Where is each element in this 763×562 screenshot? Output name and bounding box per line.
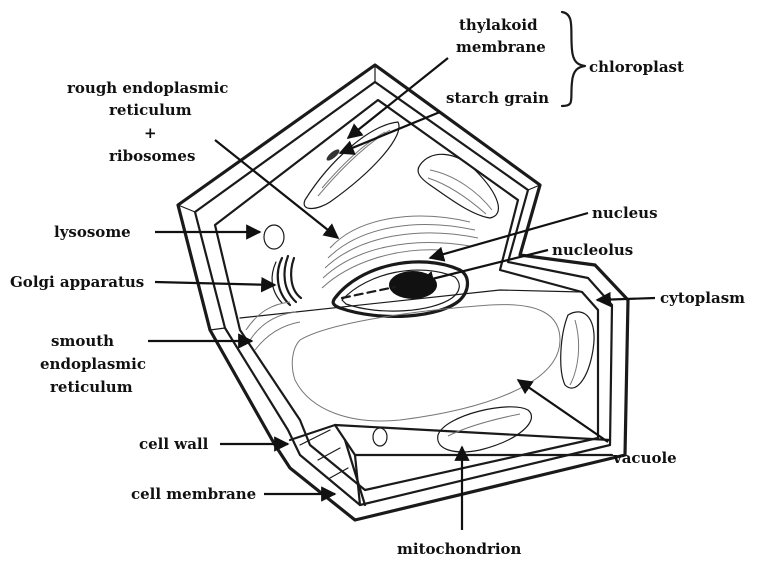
label-cell-membrane: cell membrane bbox=[131, 485, 256, 503]
label-smooth-er-1: smouth bbox=[51, 332, 114, 350]
mitochondrion-shape bbox=[438, 407, 532, 452]
label-mitochondrion: mitochondrion bbox=[397, 540, 522, 558]
label-ribosomes: ribosomes bbox=[109, 147, 195, 165]
vesicle-shape bbox=[373, 428, 387, 446]
smooth-er-shape bbox=[246, 302, 300, 350]
label-nucleolus: nucleolus bbox=[552, 241, 633, 259]
label-cytoplasm: cytoplasm bbox=[660, 289, 745, 307]
starch-grain-shape bbox=[325, 148, 341, 163]
chloroplast-shape-3 bbox=[561, 312, 594, 388]
label-cell-wall: cell wall bbox=[139, 435, 209, 453]
label-membrane: membrane bbox=[456, 38, 546, 56]
label-smooth-er-2: endoplasmic bbox=[40, 355, 146, 373]
chloroplast-shape-2 bbox=[418, 154, 498, 218]
label-chloroplast: chloroplast bbox=[589, 58, 684, 76]
golgi-shape bbox=[272, 256, 301, 305]
vacuole-shape bbox=[292, 305, 560, 421]
label-lysosome: lysosome bbox=[54, 223, 131, 241]
label-plus: + bbox=[144, 124, 157, 142]
label-rough-er-1: rough endoplasmic bbox=[67, 79, 228, 97]
label-thylakoid: thylakoid bbox=[459, 16, 538, 34]
label-starch-grain: starch grain bbox=[446, 89, 549, 107]
nucleolus-shape bbox=[389, 271, 437, 299]
label-rough-er-2: reticulum bbox=[109, 101, 192, 119]
label-vacuole: vacuole bbox=[612, 449, 677, 467]
label-nucleus: nucleus bbox=[592, 204, 658, 222]
label-golgi: Golgi apparatus bbox=[10, 273, 144, 291]
label-smooth-er-3: reticulum bbox=[50, 378, 133, 396]
lysosome-shape bbox=[264, 225, 284, 249]
